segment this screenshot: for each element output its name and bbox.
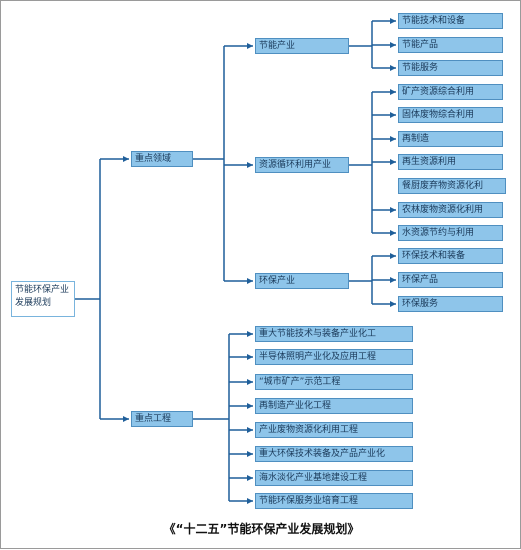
arrow-head — [390, 207, 396, 213]
arrow-head — [390, 112, 396, 118]
leaf-solid-waste: 固体废物综合利用 — [398, 107, 503, 123]
leaf-remanufacturing: 再制造 — [398, 131, 503, 147]
leaf-env-services: 环保服务 — [398, 296, 503, 312]
project-remanufacturing: 再制造产业化工程 — [255, 398, 413, 414]
project-desalination: 海水淡化产业基地建设工程 — [255, 470, 413, 486]
arrow-head — [247, 331, 253, 337]
arrow-head — [390, 230, 396, 236]
arrow-head — [247, 379, 253, 385]
project-env-equipment: 重大环保技术装备及产品产业化 — [255, 446, 413, 462]
arrow-head — [390, 65, 396, 71]
arrow-head — [390, 159, 396, 165]
leaf-energy-products: 节能产品 — [398, 37, 503, 53]
arrow-head — [390, 89, 396, 95]
project-energy-tech: 重大节能技术与装备产业化工 — [255, 326, 413, 342]
leaf-renewable-resources: 再生资源利用 — [398, 154, 503, 170]
leaf-energy-services: 节能服务 — [398, 60, 503, 76]
project-services: 节能环保服务业培育工程 — [255, 493, 413, 509]
root-node: 节能环保产业发展规划 — [11, 281, 75, 317]
arrow-head — [247, 451, 253, 457]
arrow-head — [390, 136, 396, 142]
project-urban-mining: “城市矿产”示范工程 — [255, 374, 413, 390]
leaf-env-products: 环保产品 — [398, 272, 503, 288]
node-key-projects: 重点工程 — [131, 411, 193, 427]
node-key-areas: 重点领域 — [131, 151, 193, 167]
node-energy-saving-industry: 节能产业 — [255, 38, 349, 54]
arrow-head — [123, 416, 129, 422]
project-semiconductor-lighting: 半导体照明产业化及应用工程 — [255, 349, 413, 365]
arrow-head — [247, 43, 253, 49]
leaf-water-resources: 水资源节约与利用 — [398, 225, 503, 241]
leaf-mineral-resources: 矿产资源综合利用 — [398, 84, 503, 100]
arrow-head — [390, 253, 396, 259]
arrow-head — [247, 498, 253, 504]
node-recycling-industry: 资源循环利用产业 — [255, 157, 349, 173]
leaf-env-tech-equipment: 环保技术和装备 — [398, 248, 503, 264]
project-industrial-waste: 产业废物资源化利用工程 — [255, 422, 413, 438]
arrow-head — [123, 156, 129, 162]
arrow-head — [247, 475, 253, 481]
arrow-head — [247, 403, 253, 409]
arrow-head — [390, 277, 396, 283]
diagram-caption: 《“十二五”节能环保产业发展规划》 — [163, 522, 360, 536]
node-environmental-industry: 环保产业 — [255, 273, 349, 289]
arrow-head — [390, 42, 396, 48]
arrow-head — [390, 301, 396, 307]
leaf-kitchen-waste: 餐厨废弃物资源化利 — [398, 178, 506, 194]
arrow-head — [247, 427, 253, 433]
leaf-energy-tech-equipment: 节能技术和设备 — [398, 13, 503, 29]
arrow-head — [247, 354, 253, 360]
arrow-head — [247, 278, 253, 284]
arrow-head — [390, 18, 396, 24]
arrow-head — [247, 162, 253, 168]
leaf-agri-forestry-waste: 农林废物资源化利用 — [398, 202, 503, 218]
